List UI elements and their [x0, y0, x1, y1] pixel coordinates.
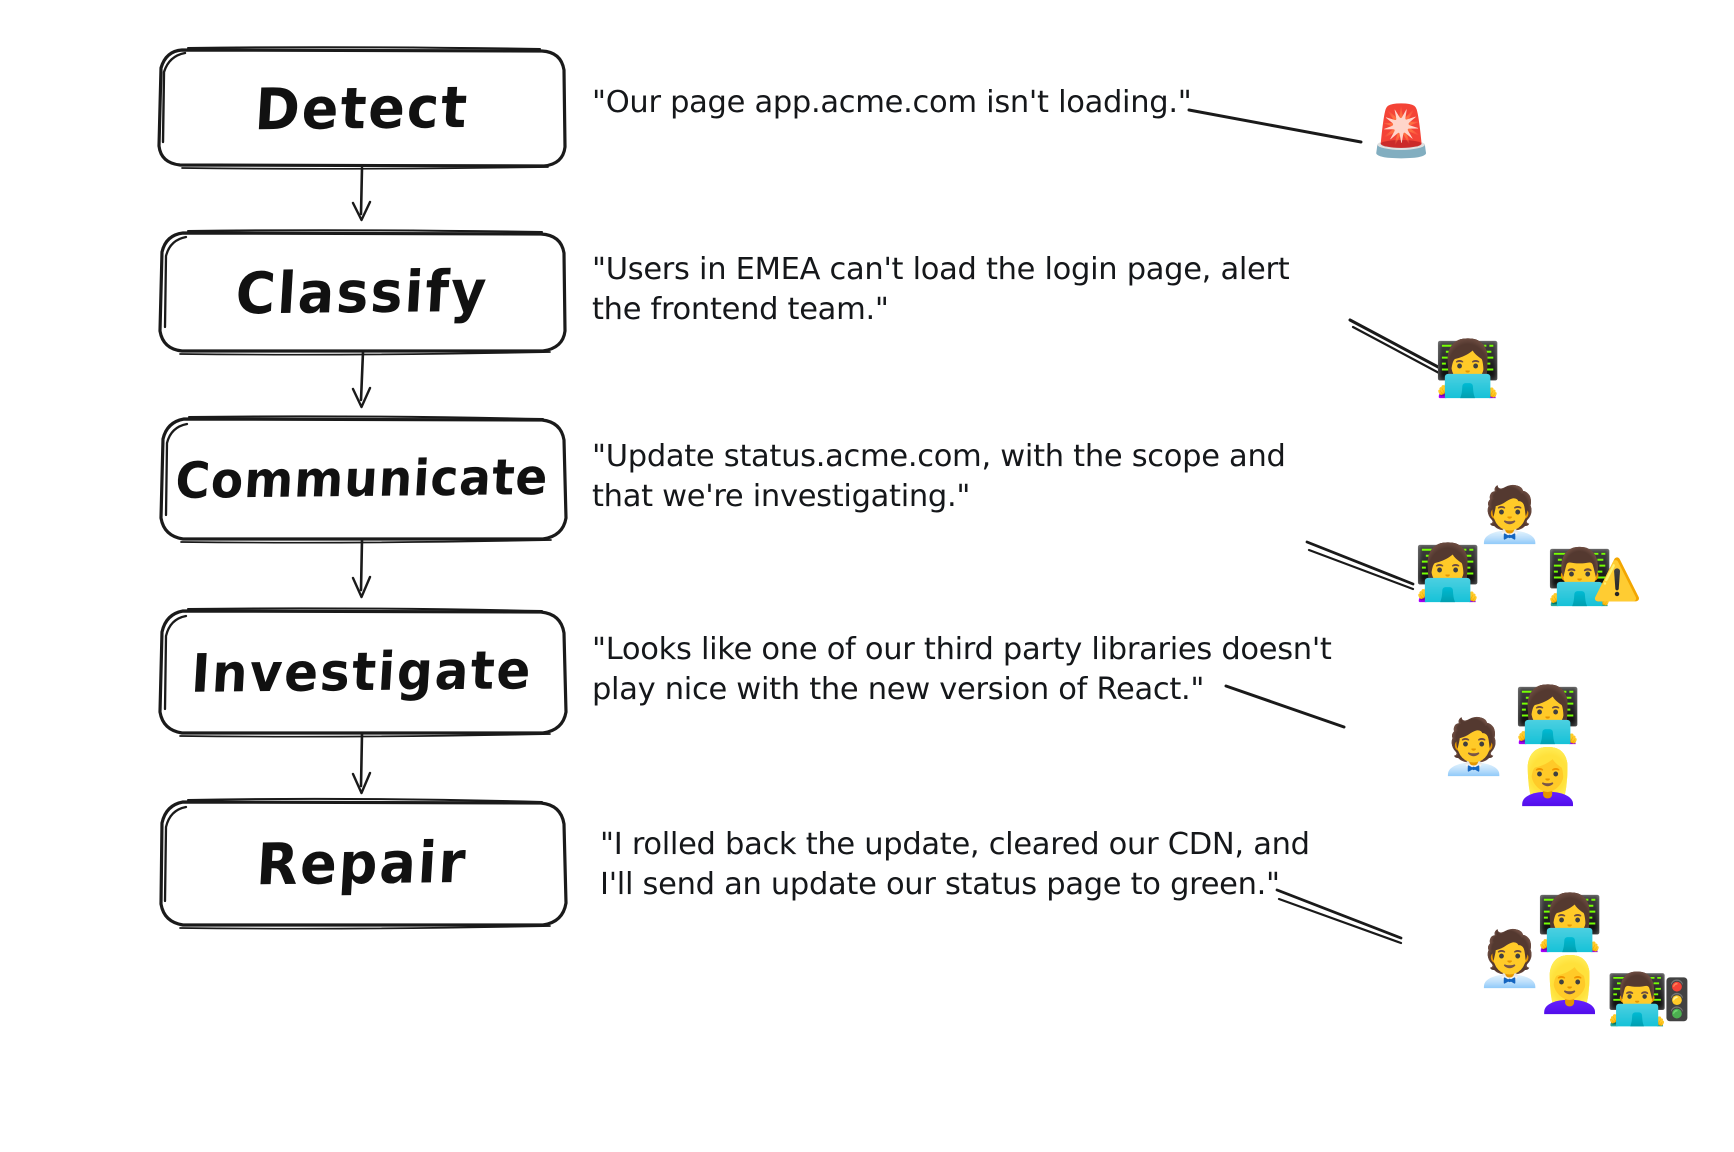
woman-technologist-icon: 👩‍💻 — [1414, 541, 1482, 604]
woman-technologist-icon: 👩‍💻 — [1514, 683, 1582, 746]
stage-quote-communicate: "Update status.acme.com, with the scope … — [592, 439, 1286, 514]
man-technologist-icon: 👨‍💻 — [1606, 970, 1669, 1028]
stage-node-investigate[interactable]: Investigate — [152, 606, 572, 738]
stage-node-detect[interactable]: Detect — [152, 46, 572, 170]
emoji-cluster-classify: 👩‍💻 — [1434, 342, 1614, 422]
woman-technologist-icon: 👩‍💻 — [1536, 891, 1604, 954]
emoji-cluster-communicate: 👩‍💻 🧑‍💼 👨‍💻 ⚠️ — [1414, 488, 1674, 608]
man-technologist-icon: 👨‍💻 — [1546, 545, 1614, 608]
stage-quote-classify: "Users in EMEA can't load the login page… — [592, 252, 1290, 327]
leader-line-investigate — [1224, 684, 1406, 746]
stage-label-investigate: Investigate — [189, 639, 535, 705]
sketch-rounded-rect — [157, 46, 567, 170]
blonde-woman-technologist-icon: 👱‍♀️ — [1536, 953, 1604, 1016]
sketch-rounded-rect — [159, 415, 568, 544]
office-worker-icon: 🧑‍💼 — [1476, 927, 1544, 990]
blonde-woman-technologist-icon: 👱‍♀️ — [1514, 745, 1582, 808]
stage-node-classify[interactable]: Classify — [152, 228, 572, 356]
stage-label-repair: Repair — [254, 828, 470, 898]
sketch-rounded-rect — [159, 797, 568, 930]
stage-label-communicate: Communicate — [173, 447, 551, 511]
traffic-light-icon: 🚦 — [1652, 977, 1702, 1023]
emoji-cluster-investigate: 🧑‍💼 👩‍💻 👱‍♀️ — [1440, 688, 1680, 818]
sketch-rounded-rect — [158, 229, 567, 356]
stage-quote-repair: "I rolled back the update, cleared our C… — [600, 827, 1310, 902]
connector-detect-to-classify — [340, 166, 400, 234]
stage-label-classify: Classify — [233, 257, 491, 327]
connector-communicate-to-investigate — [340, 538, 400, 612]
sketch-rounded-rect — [158, 607, 568, 738]
rotating-light-icon: 🚨 — [1370, 102, 1433, 160]
stage-node-communicate[interactable]: Communicate — [152, 414, 572, 544]
stage-label-detect: Detect — [253, 73, 471, 143]
connector-classify-to-communicate — [340, 350, 400, 422]
connector-investigate-to-repair — [340, 732, 400, 808]
emoji-cluster-detect: 🚨 — [1352, 100, 1532, 180]
warning-icon: ⚠️ — [1592, 557, 1642, 603]
woman-technologist-icon: 👩‍💻 — [1434, 337, 1502, 400]
leader-line-communicate — [1305, 540, 1487, 606]
leader-line-detect — [1187, 108, 1379, 160]
leader-line-classify — [1348, 318, 1550, 402]
office-worker-icon: 🧑‍💼 — [1440, 715, 1508, 778]
stage-node-repair[interactable]: Repair — [152, 796, 572, 930]
stage-quote-detect: "Our page app.acme.com isn't loading." — [592, 85, 1192, 120]
stage-quote-investigate: "Looks like one of our third party libra… — [592, 632, 1332, 707]
emoji-cluster-repair: 🧑‍💼 👩‍💻 👱‍♀️ 👨‍💻 🚦 — [1476, 896, 1734, 1026]
office-worker-icon: 🧑‍💼 — [1476, 483, 1544, 546]
leader-line-repair — [1275, 888, 1477, 960]
